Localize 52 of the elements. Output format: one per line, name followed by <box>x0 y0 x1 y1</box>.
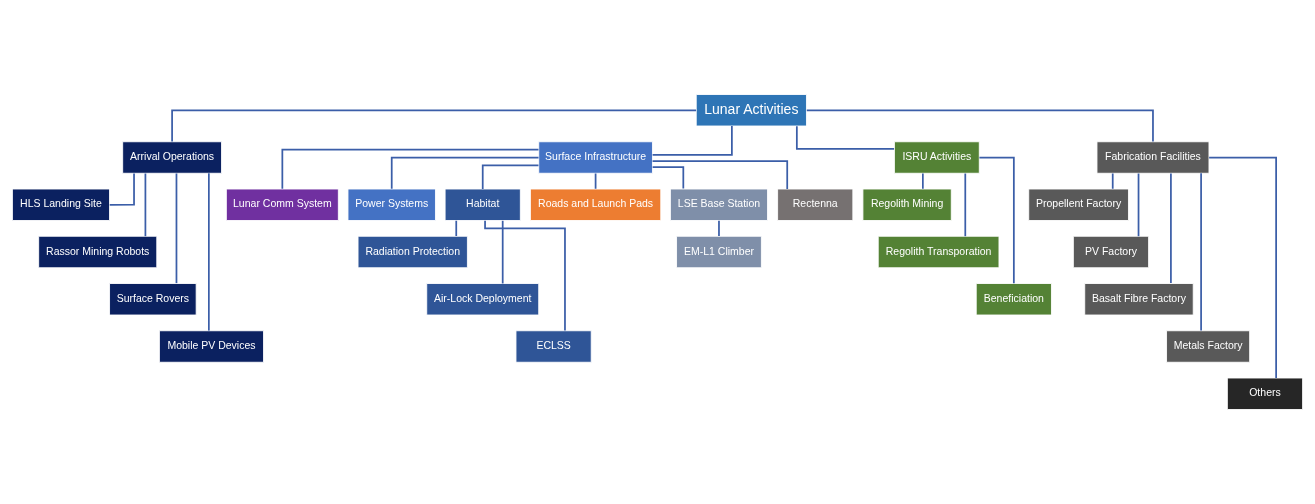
connector <box>501 219 504 285</box>
node-box: Habitat <box>444 188 521 221</box>
node-box: Surface Infrastructure <box>538 141 653 174</box>
node-box: Others <box>1226 377 1304 410</box>
node-box: Roads and Launch Pads <box>529 188 662 221</box>
connector <box>390 156 540 190</box>
node-box: Metals Factory <box>1166 330 1251 363</box>
node-box: Radiation Protection <box>357 235 468 269</box>
node-box: ISRU Activities <box>893 141 980 174</box>
connector <box>1111 172 1114 190</box>
node-box: Air-Lock Deployment <box>426 283 540 316</box>
connector <box>455 219 458 237</box>
node-box: Basalt Fibre Factory <box>1084 283 1194 316</box>
connector <box>921 172 924 190</box>
connector <box>795 125 895 150</box>
node-box: Regolith Transporation <box>877 235 1000 269</box>
connector <box>978 156 1015 285</box>
node-box: Lunar Activities <box>695 94 807 127</box>
connector <box>718 219 720 237</box>
node-box: Lunar Comm System <box>225 188 339 221</box>
node-box: EM-L1 Climber <box>676 235 762 269</box>
connector <box>805 109 1154 143</box>
node-box: ECLSS <box>515 330 592 363</box>
node-box: Arrival Operations <box>122 141 222 174</box>
connector <box>1208 156 1277 379</box>
connector <box>1200 172 1202 332</box>
node-box: Mobile PV Devices <box>158 330 264 363</box>
connector <box>175 172 178 284</box>
node-box: Power Systems <box>347 188 436 221</box>
connector <box>484 219 566 332</box>
connector <box>144 172 147 238</box>
node-box: Rassor Mining Robots <box>38 235 158 269</box>
connector <box>651 160 789 190</box>
node-box: Rectenna <box>777 188 854 221</box>
node-box: Beneficiation <box>975 283 1052 316</box>
connector <box>651 125 733 156</box>
connector <box>1170 172 1172 284</box>
connector <box>1137 172 1140 238</box>
node-box: PV Factory <box>1072 235 1150 269</box>
node-box: Regolith Mining <box>862 188 952 221</box>
connector <box>964 172 967 238</box>
node-box: LSE Base Station <box>669 188 768 221</box>
connector <box>281 148 540 190</box>
node-box: Propellent Factory <box>1028 188 1129 221</box>
node-box: Surface Rovers <box>109 283 197 316</box>
node-box: HLS Landing Site <box>11 188 110 221</box>
connector <box>171 109 697 143</box>
connector <box>108 172 135 206</box>
connector <box>207 172 210 332</box>
connector <box>481 164 540 190</box>
node-box: Fabrication Facilities <box>1096 141 1210 174</box>
connector <box>651 166 685 190</box>
